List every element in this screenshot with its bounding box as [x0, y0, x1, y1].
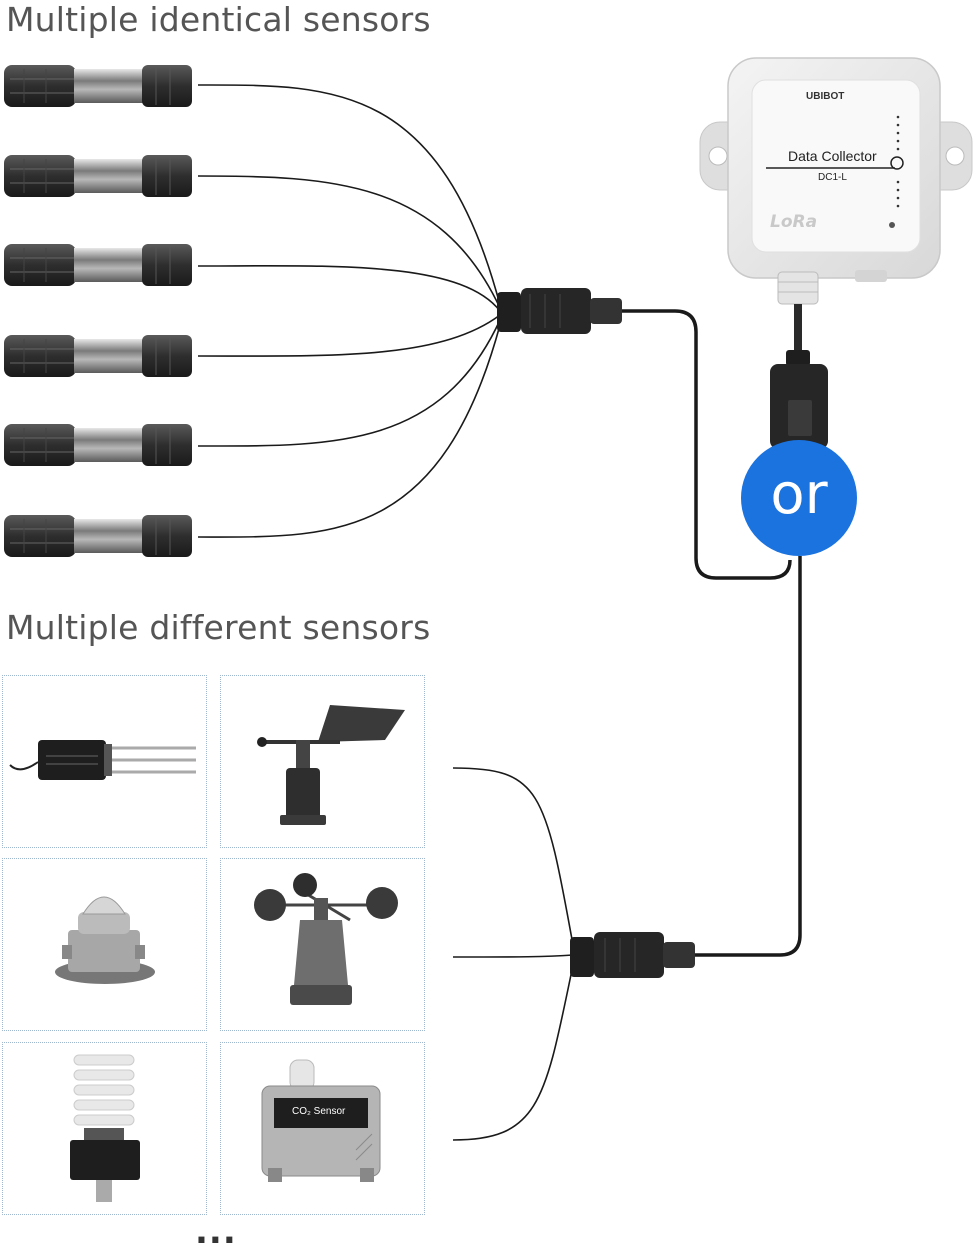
cable-bottom-to-collector — [692, 556, 802, 957]
device-brand-label: UBIBOT — [806, 91, 845, 102]
device-radio-label: LoRa — [770, 212, 818, 232]
different-sensor-cables — [452, 767, 574, 1141]
anemometer-sensor-icon — [254, 873, 398, 1005]
or-badge: or — [741, 440, 857, 556]
device-title-label: Data Collector — [788, 148, 877, 164]
heading-identical-sensors: Multiple identical sensors — [6, 0, 431, 39]
device-led-dots — [896, 115, 900, 208]
probe-sensor-icon — [3, 423, 193, 467]
weather-shield-sensor-icon — [70, 1054, 140, 1202]
probe-sensor-icon — [3, 243, 193, 287]
probe-sensor-icon — [3, 514, 193, 558]
co2-sensor-label: CO₂ Sensor — [292, 1106, 346, 1117]
cable-top-to-collector — [622, 309, 792, 580]
splitter-connector-bottom — [570, 932, 695, 978]
splitter-connector-top — [497, 288, 622, 334]
device-cable — [794, 304, 802, 354]
probe-sensor-icon — [3, 154, 193, 198]
identical-sensor-probes — [3, 64, 193, 558]
soil-probe-sensor-icon — [9, 740, 196, 780]
more-sensors-ellipsis: ... — [195, 1212, 237, 1252]
data-collector-device — [699, 57, 973, 305]
probe-sensor-icon — [3, 334, 193, 378]
identical-sensor-cables — [197, 84, 501, 538]
solar-radiation-sensor-icon — [55, 896, 155, 984]
co2-sensor-icon — [261, 1059, 381, 1182]
device-model-label: DC1-L — [818, 172, 847, 183]
probe-sensor-icon — [3, 64, 193, 108]
device-connector — [770, 350, 828, 449]
wind-vane-sensor-icon — [257, 705, 405, 825]
heading-different-sensors: Multiple different sensors — [6, 608, 431, 647]
